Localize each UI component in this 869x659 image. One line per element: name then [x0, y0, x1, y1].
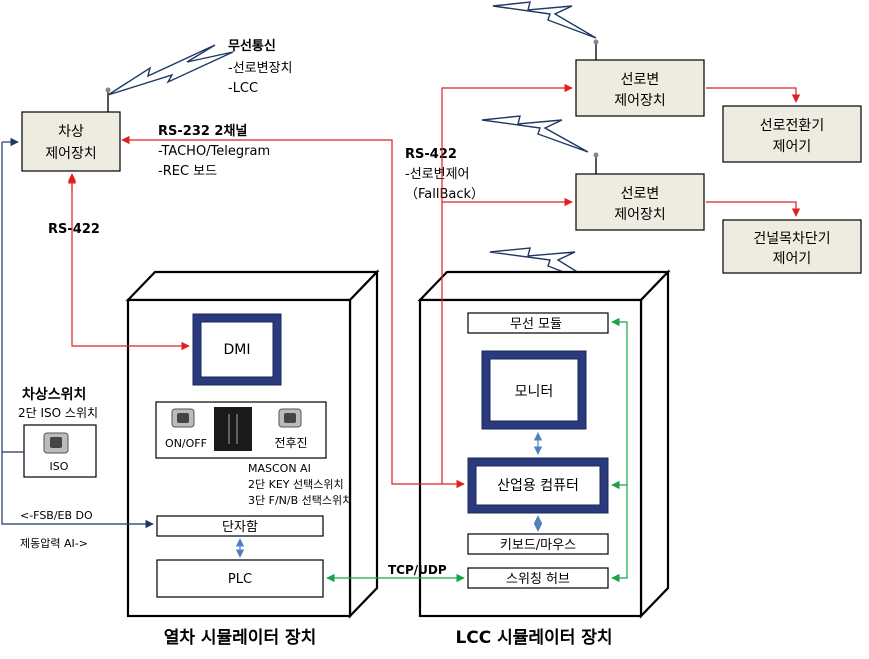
- wireless-line1: -선로변장치: [228, 61, 293, 76]
- rs422-right-title: RS-422: [405, 147, 457, 162]
- rs422-left-label: RS-422: [48, 222, 100, 237]
- lcc-simulator-caption: LCC 시뮬레이터 장치: [455, 628, 612, 648]
- lightning-icon: [107, 44, 234, 96]
- svg-text:DMI: DMI: [224, 342, 251, 358]
- onboard-switch-subtitle: 2단 ISO 스위치: [18, 406, 98, 420]
- lightning-icon: [492, 1, 597, 39]
- svg-text:제어기: 제어기: [773, 251, 812, 267]
- hub-computer-connector: [611, 480, 628, 583]
- mascon-line2: 2단 KEY 선택스위치: [248, 478, 344, 491]
- rs422-wayside-connector-1: [441, 83, 573, 484]
- monitor: 모니터: [481, 350, 587, 430]
- wayside-control-unit-1: 선로변 제어장치: [575, 59, 705, 117]
- svg-text:선로전환기: 선로전환기: [760, 118, 824, 134]
- rs422-right-line2: （FallBack）: [405, 187, 484, 202]
- rs232-line2: -REC 보드: [158, 164, 217, 179]
- svg-text:선로변: 선로변: [621, 186, 660, 202]
- svg-text:ISO: ISO: [50, 460, 69, 473]
- brake-label: 제동압력 AI->: [20, 537, 88, 550]
- rs422-onboard-dmi-connector: [67, 173, 190, 351]
- svg-text:건널목차단기: 건널목차단기: [753, 231, 830, 247]
- svg-text:스위칭 허브: 스위칭 허브: [506, 572, 570, 587]
- svg-text:제어기: 제어기: [773, 139, 812, 155]
- lightning-icon: [481, 115, 589, 153]
- svg-text:키보드/마우스: 키보드/마우스: [500, 538, 576, 553]
- wireless-line2: -LCC: [228, 81, 258, 96]
- fwd-rev-label: 전후진: [274, 436, 307, 450]
- svg-text:제어장치: 제어장치: [614, 207, 666, 223]
- dmi-display: DMI: [192, 313, 282, 386]
- on-off-label: ON/OFF: [165, 437, 207, 450]
- lightning-icon: [489, 247, 601, 287]
- switch-controller: 선로전환기 제어기: [722, 105, 862, 163]
- onboard-switch-title: 차상스위치: [22, 387, 86, 403]
- hub-wireless-connector: [611, 317, 628, 485]
- svg-text:PLC: PLC: [228, 572, 252, 587]
- wayside-control-unit-2: 선로변 제어장치: [575, 173, 705, 231]
- svg-text:무선 모듈: 무선 모듈: [510, 317, 562, 332]
- svg-text:선로변: 선로변: [621, 72, 660, 88]
- industrial-computer: 산업용 컴퓨터: [467, 457, 609, 514]
- rs232-title: RS-232 2채널: [158, 123, 247, 139]
- antenna-icon: [105, 87, 111, 113]
- rs232-connector: [121, 135, 465, 489]
- tcp-udp-label: TCP/UDP: [388, 563, 447, 577]
- terminal-box: 단자함: [156, 515, 324, 537]
- rs422-right-line1: -선로변제어: [405, 167, 470, 182]
- iso-switch: ISO: [23, 424, 97, 478]
- svg-text:산업용 컴퓨터: 산업용 컴퓨터: [497, 478, 579, 494]
- crossing-controller: 건널목차단기 제어기: [722, 219, 862, 274]
- wayside-crossing-connector: [706, 201, 801, 217]
- rs232-line1: -TACHO/Telegram: [158, 144, 270, 159]
- svg-text:제어장치: 제어장치: [45, 146, 97, 162]
- switch-panel: ON/OFF 전후진: [155, 401, 327, 459]
- mascon-line1: MASCON AI: [248, 462, 311, 475]
- keyboard-mouse: 키보드/마우스: [467, 533, 609, 555]
- mascon-line3: 3단 F/N/B 선택스위치: [248, 494, 352, 507]
- switching-hub: 스위칭 허브: [467, 567, 609, 589]
- onboard-control-unit: 차상 제어장치: [21, 111, 121, 172]
- svg-text:단자함: 단자함: [222, 520, 258, 535]
- terminal-feed-connector: [1, 452, 154, 529]
- train-simulator-caption: 열차 시뮬레이터 장치: [164, 628, 317, 648]
- svg-text:차상: 차상: [58, 124, 84, 140]
- wayside-switch-connector: [706, 87, 801, 103]
- wireless-title: 무선통신: [228, 38, 276, 54]
- fsb-label: <-FSB/EB DO: [20, 509, 93, 522]
- svg-text:모니터: 모니터: [515, 384, 554, 400]
- plc-box: PLC: [156, 559, 324, 598]
- svg-text:제어장치: 제어장치: [614, 93, 666, 109]
- wireless-module: 무선 모듈: [467, 312, 609, 334]
